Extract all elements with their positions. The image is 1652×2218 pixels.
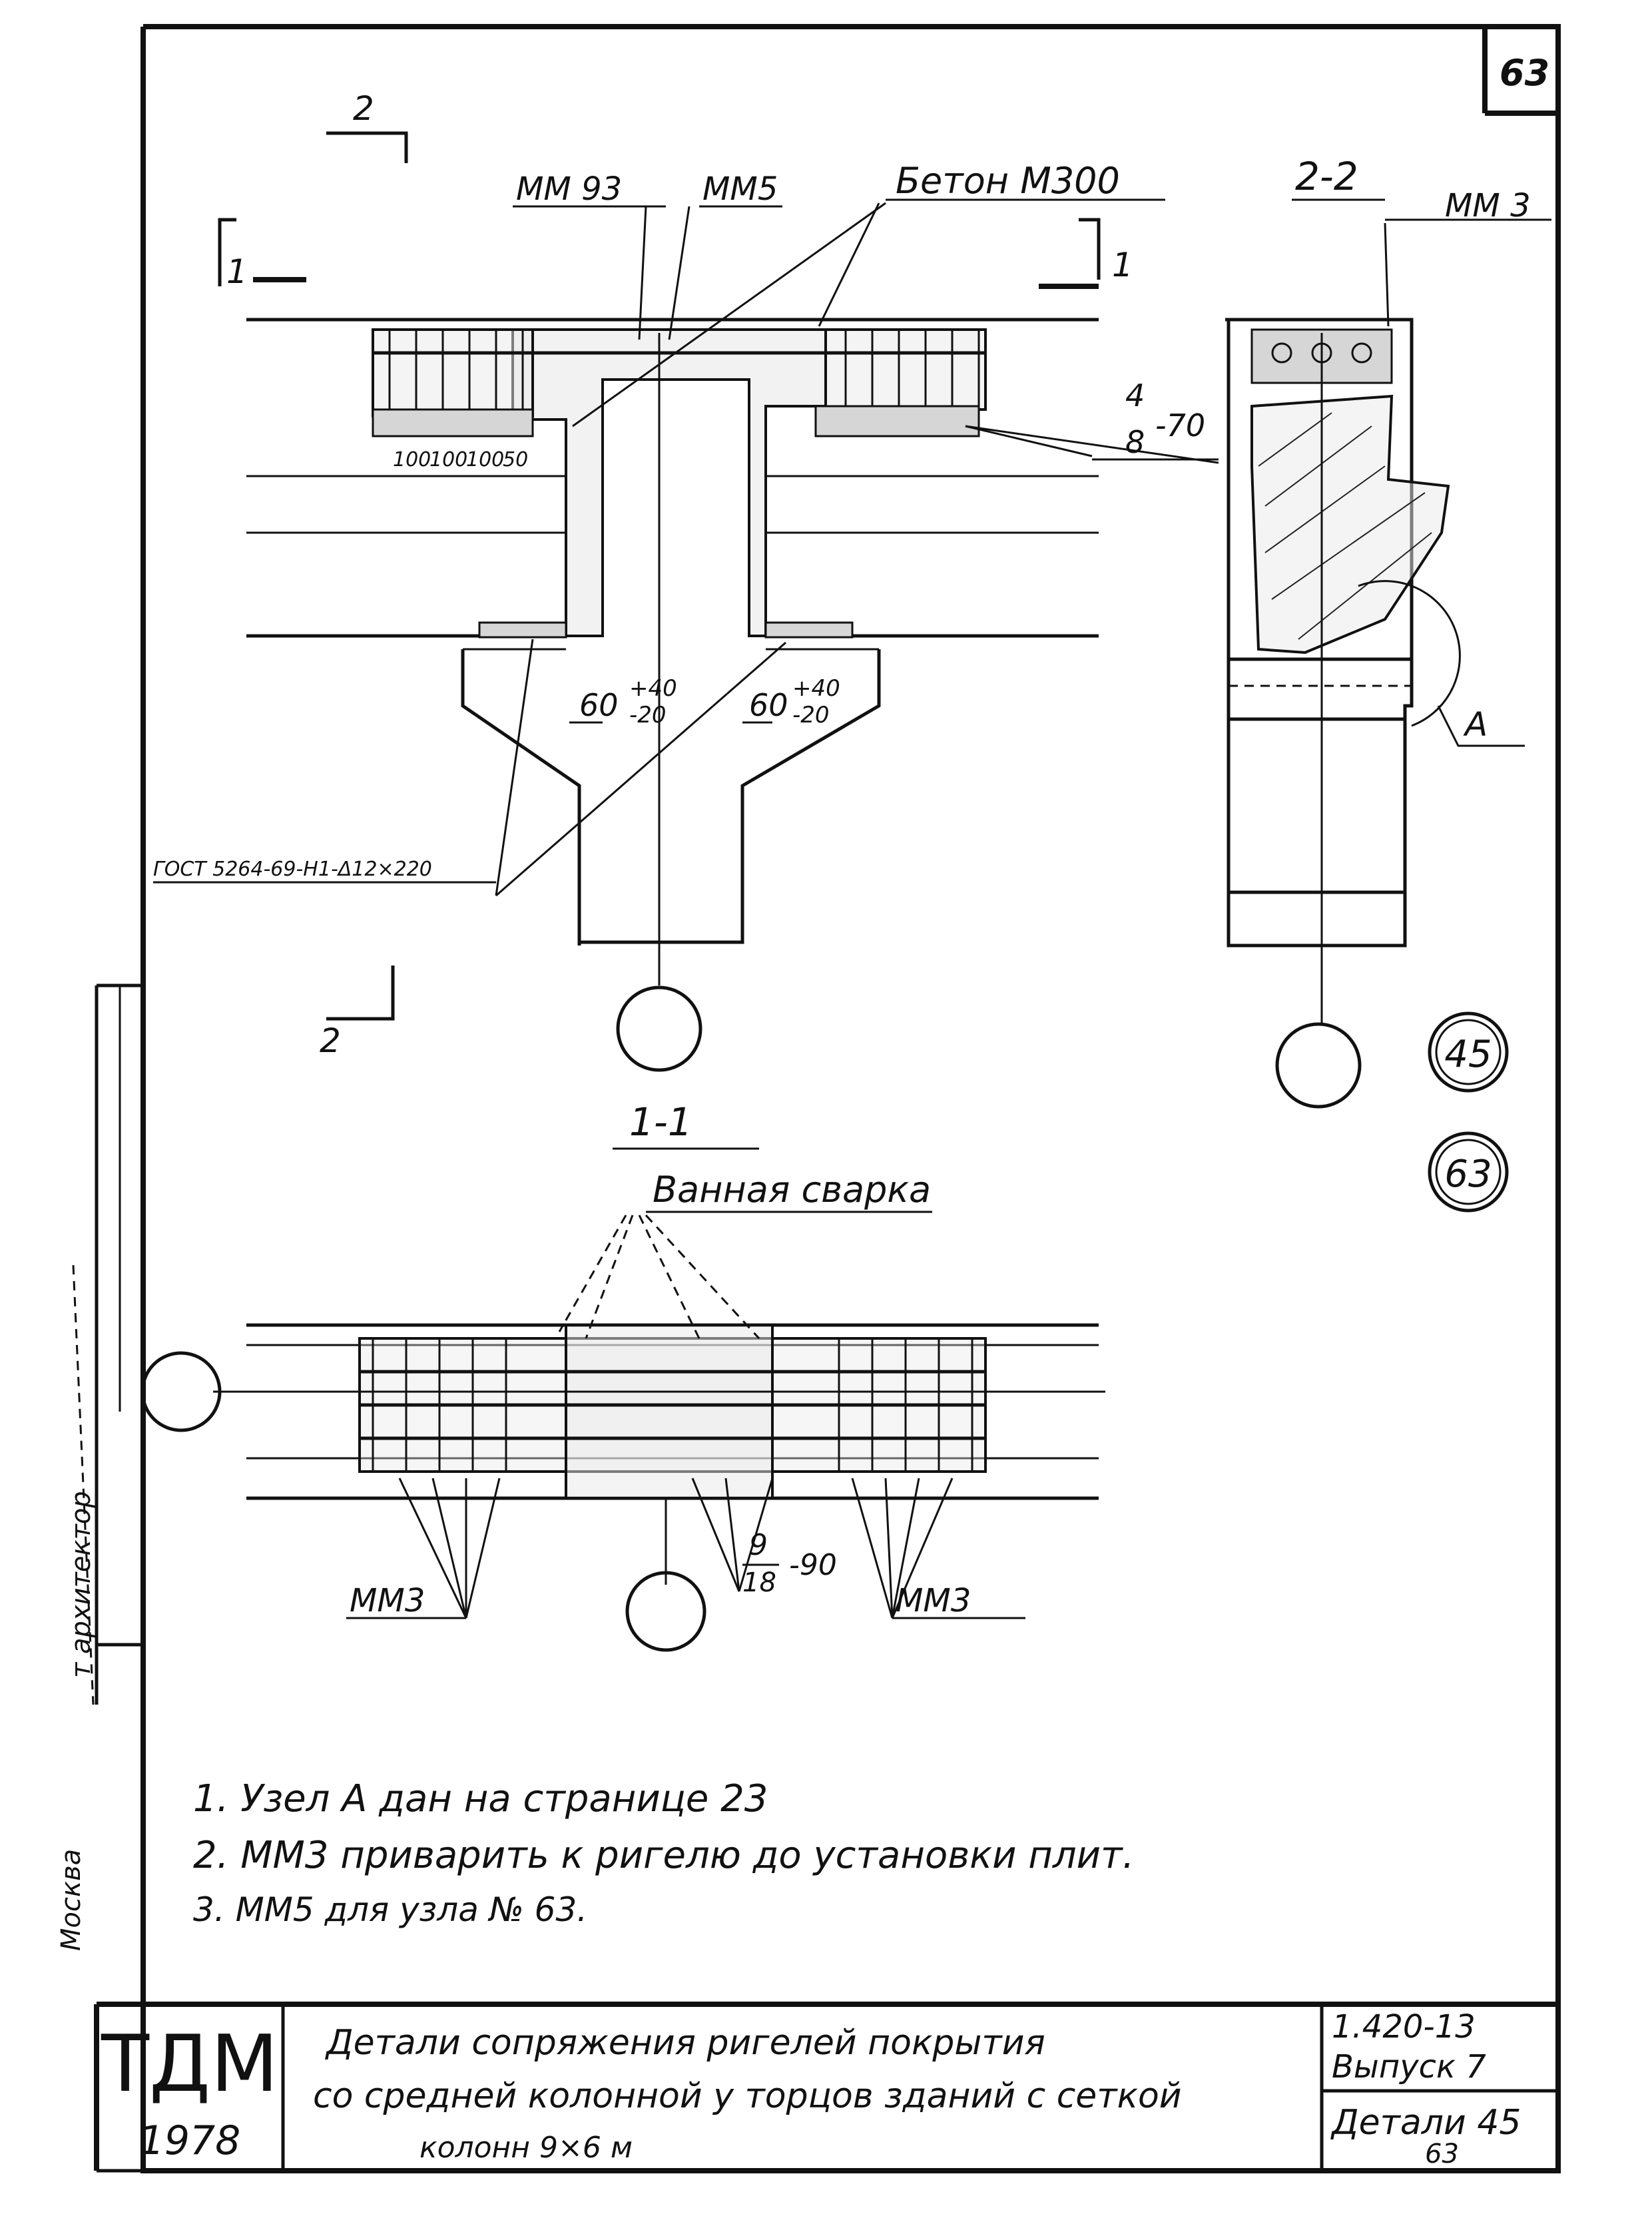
gap-left-down: -20 — [629, 702, 667, 728]
sheet-year: 1978 — [139, 2117, 241, 2164]
details-sub: 63 — [1425, 2139, 1459, 2169]
gap-right-up: +40 — [792, 675, 840, 702]
stamp-city: Москва — [56, 1849, 87, 1951]
sheet-frame — [97, 24, 1561, 2173]
label-mm5: ММ5 — [702, 170, 778, 208]
label-mm3-right: ММ3 — [896, 1582, 971, 1619]
section-2-2-title: 2-2 — [1295, 154, 1358, 199]
title-line-3: колонн 9×6 м — [419, 2131, 633, 2165]
label-concrete: Бетон М300 — [896, 160, 1120, 202]
org-logo: ТДМ — [101, 2018, 278, 2109]
label-bath-weld: Ванная сварка — [653, 1169, 931, 1211]
issue-number: Выпуск 7 — [1332, 2048, 1486, 2085]
weld-top-len: -70 — [1155, 408, 1205, 443]
title-block — [94, 2002, 1558, 2171]
page-number: 63 — [1500, 52, 1549, 94]
cut-label-1-right: 1 — [1112, 246, 1133, 284]
series-code: 1.420-13 — [1332, 2008, 1476, 2046]
detail-63-circle — [1428, 1131, 1509, 1213]
label-mm3-left: ММ3 — [350, 1582, 425, 1619]
weld-bot-num: 9 — [749, 1528, 768, 1562]
note-1: 1. Узел А дан на странице 23 — [193, 1777, 768, 1820]
plan-section-1-1 — [140, 1147, 1105, 1652]
dim-100-1: 100 — [393, 448, 431, 471]
margin-stamp — [72, 983, 143, 1705]
note-3: 3. ММ5 для узла № 63. — [193, 1890, 587, 1929]
weld-bot-len: -90 — [789, 1548, 837, 1582]
cut-label-2-bottom: 2 — [320, 1021, 341, 1060]
dim-50: 50 — [503, 448, 528, 471]
title-line-2: со средней колонной у торцов зданий с се… — [313, 2076, 1182, 2116]
detail-45-circle — [1428, 1011, 1509, 1093]
label-mm93: ММ 93 — [516, 170, 622, 208]
note-2: 2. ММ3 приварить к ригелю до установки п… — [193, 1834, 1134, 1877]
cut-label-1-left: 1 — [226, 252, 248, 291]
label-node-a: А — [1463, 705, 1488, 744]
stamp-architect: т архитектор — [66, 1491, 97, 1678]
weld-bot-den: 18 — [742, 1567, 776, 1598]
dim-100-3: 100 — [466, 448, 504, 471]
detail-63: 63 — [1444, 1153, 1492, 1196]
gap-left: 60 — [579, 687, 619, 723]
gap-right-down: -20 — [792, 702, 830, 728]
section-1-1-title: 1-1 — [629, 1099, 692, 1145]
cut-label-2-top: 2 — [353, 89, 374, 128]
label-mm3-section: ММ 3 — [1445, 187, 1531, 224]
weld-top-den: 8 — [1125, 424, 1145, 460]
label-gost: ГОСТ 5264-69-Н1-Δ12×220 — [153, 858, 432, 881]
detail-45: 45 — [1444, 1033, 1492, 1076]
section-2-2 — [1225, 198, 1551, 1109]
gap-left-up: +40 — [629, 675, 677, 702]
dim-100-2: 100 — [429, 448, 467, 471]
gap-right: 60 — [749, 687, 788, 723]
elevation-view — [153, 131, 1219, 1072]
title-line-1: Детали сопряжения ригелей покрытия — [325, 2023, 1045, 2063]
details-label: Детали 45 — [1330, 2103, 1521, 2143]
weld-top-num: 4 — [1125, 378, 1145, 414]
